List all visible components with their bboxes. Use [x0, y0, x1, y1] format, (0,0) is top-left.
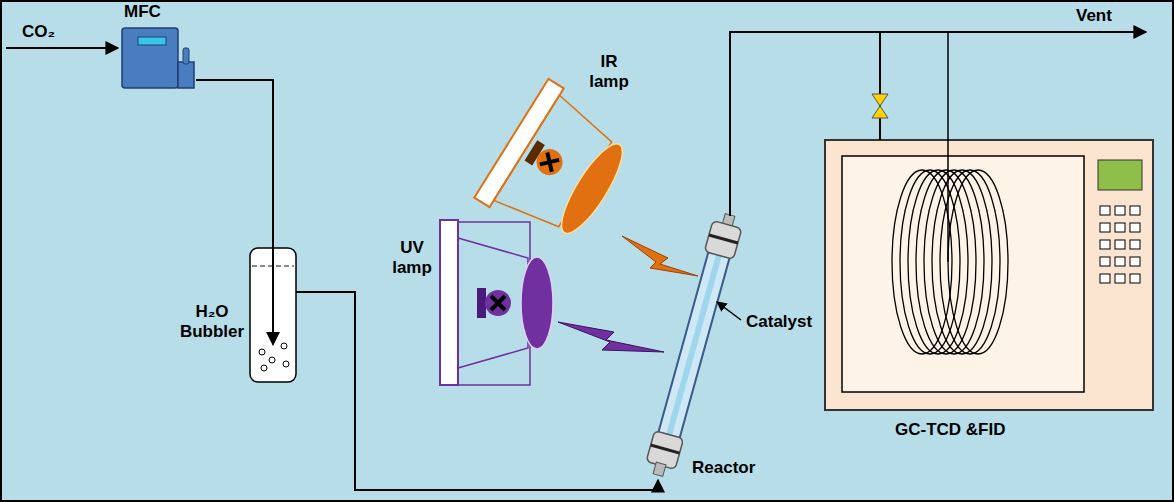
gc-button	[1115, 274, 1125, 283]
vent-label: Vent	[1076, 6, 1112, 26]
gc-instrument	[825, 140, 1153, 410]
gc-column-coil	[892, 170, 952, 354]
catalyst-leader	[717, 302, 741, 320]
gc-button	[1130, 240, 1140, 249]
gc-column-coil	[916, 170, 976, 354]
mfc-box: MFC	[118, 26, 196, 90]
sampling-valve	[872, 94, 888, 118]
column-line	[947, 32, 949, 262]
gc-button	[1115, 240, 1125, 249]
uv-lamp-box: UV lamp	[438, 218, 563, 388]
bubbler-box: H₂O Bubbler	[250, 248, 296, 382]
gc-button	[1100, 257, 1110, 266]
gc-column-coil	[948, 170, 1008, 354]
reactor-box: Reactor	[636, 216, 748, 480]
gas-label: CO₂	[22, 22, 55, 42]
reactor-tube	[643, 211, 744, 479]
node-label: GC-TCD &FID	[895, 420, 1005, 440]
vent-line	[878, 31, 1146, 33]
gc-button	[1115, 257, 1125, 266]
node-label: UV lamp	[388, 238, 436, 279]
gc-button	[1100, 206, 1110, 215]
gc-column-coil	[932, 170, 992, 354]
gas-line	[296, 292, 658, 490]
ir-lamp	[474, 79, 641, 256]
gas-line	[730, 32, 880, 216]
gc-button	[1130, 257, 1140, 266]
uv-lamp	[440, 220, 553, 385]
gc-column-coil	[900, 170, 960, 354]
node-label: IR lamp	[584, 52, 634, 93]
ir-lamp-box: IR lamp	[500, 100, 660, 270]
uv-light-bolt	[558, 322, 664, 352]
inlet-line	[6, 47, 118, 49]
gc-column-coil	[940, 170, 1000, 354]
node-label: Reactor	[692, 458, 755, 478]
gc-button	[1115, 223, 1125, 232]
gc-column-coil	[908, 170, 968, 354]
node-label: MFC	[124, 2, 161, 22]
gc-button	[1130, 206, 1140, 215]
gc-button	[1130, 223, 1140, 232]
gc-button	[1130, 274, 1140, 283]
gc-column-coil	[924, 170, 984, 354]
mfc-device	[122, 28, 194, 88]
gc-button	[1100, 223, 1110, 232]
catalyst-label: Catalyst	[746, 312, 812, 332]
gc-button	[1100, 240, 1110, 249]
gc-button	[1115, 206, 1125, 215]
node-label: H₂O Bubbler	[176, 302, 248, 343]
gc-button	[1100, 274, 1110, 283]
ir-light-bolt	[622, 236, 698, 276]
gc-box: GC-TCD &FID	[825, 140, 1153, 410]
